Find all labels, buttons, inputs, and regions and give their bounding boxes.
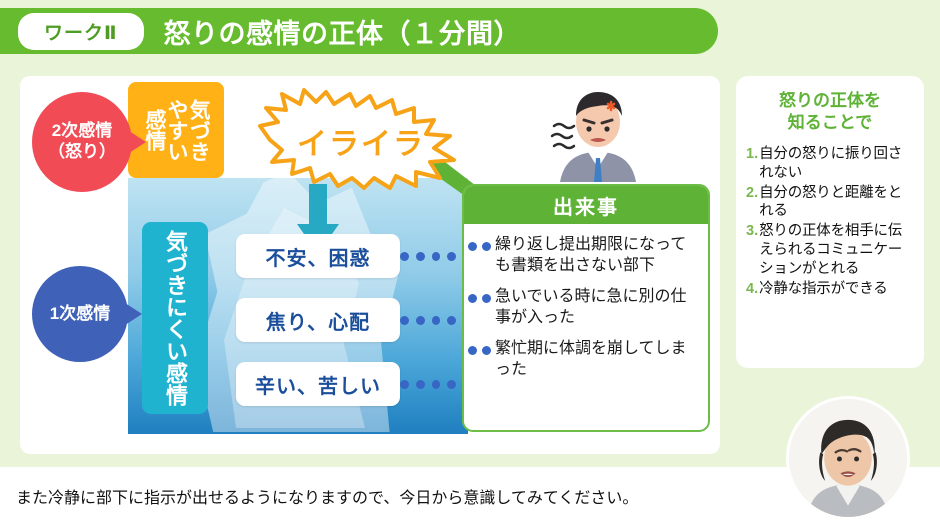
primary-emotion-bubble: 1次感情 — [32, 266, 128, 362]
caption-text: また冷静に部下に指示が出せるようになりますので、今日から意識してみてください。 — [16, 490, 639, 507]
dot — [468, 293, 477, 303]
dot — [415, 251, 425, 261]
event-bullet-dots — [468, 338, 491, 355]
benefits-item-number: 4. — [746, 280, 759, 297]
emotion-box-2: 焦り、心配 — [236, 298, 400, 342]
benefits-item-text: 自分の怒りと距離をとれる — [759, 184, 903, 220]
starburst-icon — [258, 88, 456, 190]
benefits-list-item: 1. 自分の怒りに振り回されない — [746, 145, 914, 183]
page-title: 怒りの感情の正体（１分間） — [163, 18, 522, 49]
primary-emotion-line1: 1次感情 — [49, 303, 111, 323]
event-item: 繰り返し提出期限になっても書類を出さない部下 — [468, 234, 698, 277]
benefits-list-item: 3. 怒りの正体を相手に伝えられるコミュニケーションがとれる — [746, 222, 914, 279]
event-item: 急いでいる時に急に別の仕事が入った — [468, 286, 698, 329]
dot — [431, 251, 441, 261]
secondary-emotion-line2: （怒り） — [48, 142, 116, 161]
event-item-text: 繰り返し提出期限になっても書類を出さない部下 — [495, 236, 687, 275]
dot — [400, 315, 409, 325]
dot — [431, 315, 441, 325]
benefits-item-text: 自分の怒りに振り回されない — [759, 145, 903, 181]
benefits-title-line1: 怒りの正体を — [779, 91, 881, 110]
header-bar: ワークⅡ 怒りの感情の正体（１分間） — [0, 8, 718, 54]
benefits-list-item: 2. 自分の怒りと距離をとれる — [746, 184, 914, 222]
dot — [447, 379, 457, 389]
benefits-list: 1. 自分の怒りに振り回されない 2. 自分の怒りと距離をとれる 3. 怒りの正… — [746, 145, 914, 299]
benefits-item-text: 怒りの正体を相手に伝えられるコミュニケーションがとれる — [759, 223, 903, 277]
dot — [468, 345, 477, 355]
benefits-item-number: 3. — [746, 223, 759, 240]
benefits-card: 怒りの正体を 知ることで 1. 自分の怒りに振り回されない 2. 自分の怒りと距… — [736, 76, 924, 368]
dot — [447, 315, 457, 325]
starburst-label: イライラ — [297, 128, 425, 161]
work-badge: ワークⅡ — [18, 12, 144, 50]
emotion-box-1: 不安、困惑 — [236, 234, 400, 278]
angry-businessman-icon — [544, 82, 652, 194]
caption-strip: また冷静に部下に指示が出せるようになりますので、今日から意識してみてください。 — [0, 467, 940, 525]
dot — [447, 251, 457, 261]
event-item-text: 繁忙期に体調を崩してしまった — [495, 339, 687, 379]
benefits-item-text: 冷静な指示ができる — [759, 280, 888, 297]
event-item-text: 急いでいる時に急に別の仕事が入った — [495, 287, 687, 327]
event-card-title: 出来事 — [464, 186, 708, 224]
dot — [400, 251, 409, 261]
benefits-item-number: 1. — [746, 145, 759, 162]
event-card: 出来事 繰り返し提出期限になっても書類を出さない部下 急いでいる時に急に別の仕事… — [462, 184, 710, 432]
benefits-title-line2: 知ることで — [787, 113, 873, 133]
dot — [431, 379, 441, 389]
dot — [468, 242, 477, 251]
event-card-body: 繰り返し提出期限になっても書類を出さない部下 急いでいる時に急に別の仕事が入った… — [464, 224, 708, 381]
hard-to-notice-emotion-box: 気づきにくい感情 — [142, 222, 208, 414]
orange-col-1: 気づき — [187, 98, 211, 162]
secondary-emotion-bubble: 2次感情 （怒り） — [32, 92, 132, 192]
dot — [482, 293, 491, 303]
presenter-avatar — [786, 396, 910, 520]
dot — [415, 379, 425, 389]
event-item: 繁忙期に体調を崩してしまった — [468, 338, 698, 381]
dot — [400, 379, 409, 389]
benefits-list-item: 4. 冷静な指示ができる — [746, 280, 914, 299]
dot — [482, 242, 491, 251]
event-bullet-dots — [468, 234, 491, 251]
irritation-starburst: イライラ — [258, 88, 464, 190]
orange-col-2: やすい — [165, 98, 189, 162]
benefits-item-number: 2. — [746, 184, 759, 201]
presenter-portrait-icon — [789, 399, 907, 517]
orange-col-3: 感情 — [142, 109, 166, 151]
benefits-card-title: 怒りの正体を 知ることで — [746, 90, 914, 135]
secondary-emotion-line1: 2次感情 — [51, 121, 113, 141]
teal-box-label: 気づきにくい感情 — [163, 230, 188, 406]
emotion-box-3: 辛い、苦しい — [236, 362, 400, 406]
dot — [415, 315, 425, 325]
dot — [482, 345, 491, 355]
event-bullet-dots — [468, 286, 491, 303]
